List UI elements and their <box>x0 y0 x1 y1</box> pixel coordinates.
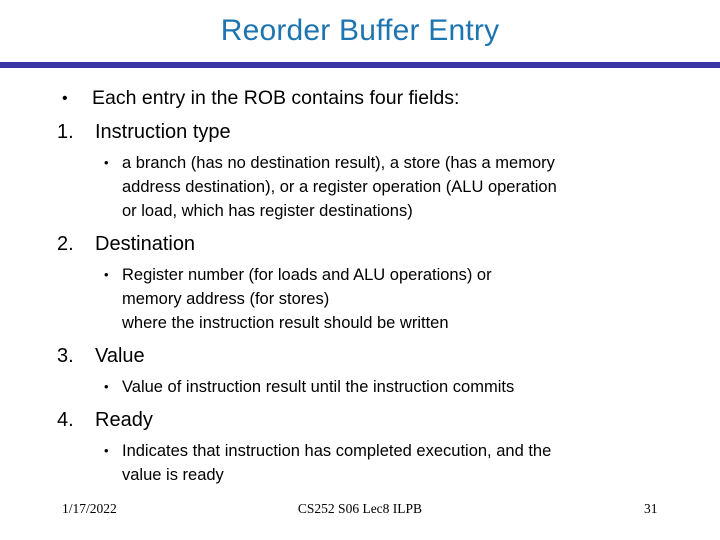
slide-title: Reorder Buffer Entry <box>220 14 500 47</box>
item-number: 4. <box>57 409 74 431</box>
sub-bullet-text: Register number (for loads and ALU opera… <box>122 266 492 332</box>
numbered-item-4: 4. Ready <box>57 407 690 433</box>
item-number: 2. <box>57 233 74 255</box>
footer-date: 1/17/2022 <box>62 501 117 516</box>
sub-bullet-text: Indicates that instruction has completed… <box>122 442 552 484</box>
bullet-icon: • <box>104 155 109 170</box>
intro-text: Each entry in the ROB contains four fiel… <box>92 87 460 109</box>
item-label: Value <box>95 345 145 367</box>
numbered-item-1: 1. Instruction type <box>57 119 690 145</box>
bullet-icon: • <box>104 267 109 282</box>
item-number: 3. <box>57 345 74 367</box>
item-label: Destination <box>95 233 196 255</box>
sub-bullet-text: Value of instruction result until the in… <box>122 378 515 396</box>
item-number: 1. <box>57 121 74 143</box>
numbered-item-2: 2. Destination <box>57 231 690 257</box>
bullet-icon: • <box>62 90 68 107</box>
sub-bullet-text: a branch (has no destination result), a … <box>122 154 557 220</box>
item-label: Ready <box>95 409 153 431</box>
footer-course-label: CS252 S06 Lec8 ILPB <box>297 501 423 516</box>
bullet-icon: • <box>104 379 109 394</box>
sub-bullet-item-2: • Register number (for loads and ALU ope… <box>104 263 690 335</box>
sub-bullet-item-4: • Indicates that instruction has complet… <box>104 439 690 487</box>
bullet-icon: • <box>104 443 109 458</box>
sub-bullet-item-1: • a branch (has no destination result), … <box>104 151 690 223</box>
title-divider-rule <box>0 62 720 68</box>
sub-bullet-item-3: • Value of instruction result until the … <box>104 375 690 399</box>
intro-bullet-item: • Each entry in the ROB contains four fi… <box>62 86 690 111</box>
slide-page-number: 31 <box>644 501 658 516</box>
numbered-item-3: 3. Value <box>57 343 690 369</box>
item-label: Instruction type <box>95 121 231 143</box>
slide-body: • Each entry in the ROB contains four fi… <box>0 84 720 492</box>
